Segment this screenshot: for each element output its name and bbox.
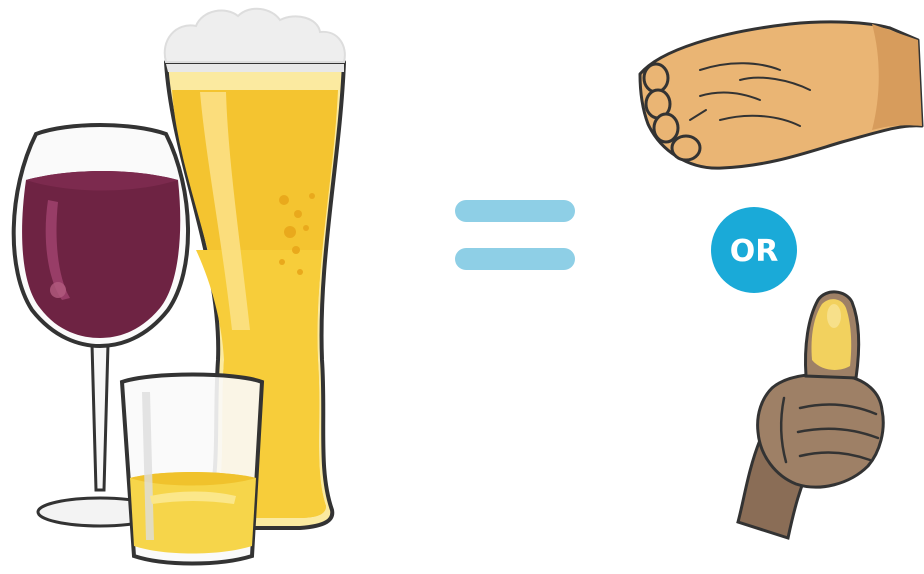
equals-top-bar bbox=[455, 200, 575, 222]
equals-sign-icon bbox=[455, 200, 575, 270]
or-badge-label: OR bbox=[730, 234, 779, 269]
beer-foam bbox=[165, 9, 345, 62]
wine-stem bbox=[92, 344, 108, 490]
thumbs-up-icon bbox=[738, 292, 883, 538]
thumbs-up-fist bbox=[758, 374, 884, 487]
thumbs-up-thumbnail bbox=[827, 304, 841, 328]
cupped-hand-icon bbox=[640, 22, 922, 168]
beer-rim bbox=[166, 64, 344, 72]
or-badge: OR bbox=[711, 207, 797, 293]
cupped-hand-wrist bbox=[872, 24, 922, 130]
wine-reflection bbox=[50, 282, 66, 298]
equals-bottom-bar bbox=[455, 248, 575, 270]
shot-glass-icon bbox=[122, 375, 262, 564]
